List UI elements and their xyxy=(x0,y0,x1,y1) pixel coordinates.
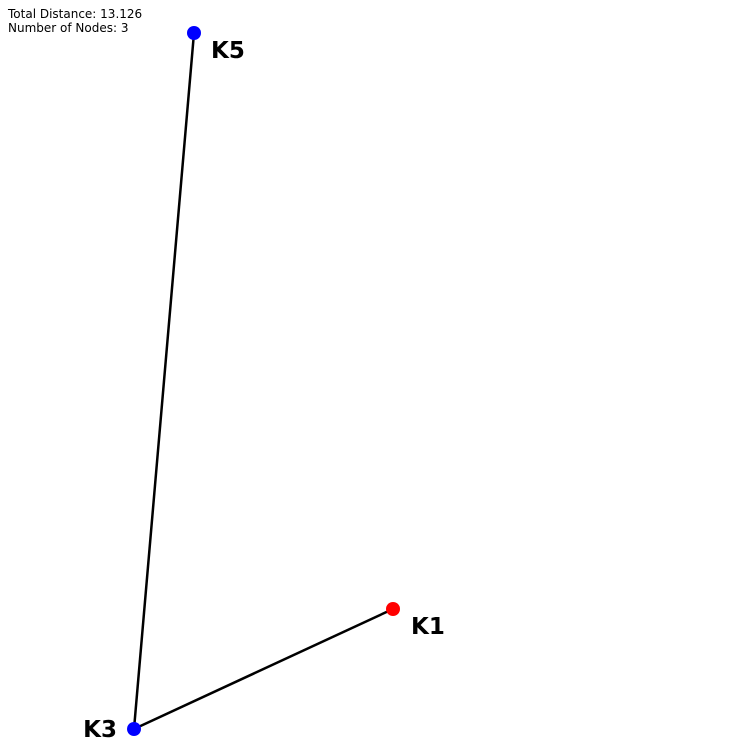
node-k5[interactable] xyxy=(187,26,201,40)
edge-k3-k5 xyxy=(132,32,196,730)
stats-panel: Total Distance: 13.126 Number of Nodes: … xyxy=(8,7,142,35)
node-k1[interactable] xyxy=(386,602,400,616)
node-label-k1: K1 xyxy=(411,614,445,640)
node-k3[interactable] xyxy=(127,722,141,736)
node-label-k3: K3 xyxy=(83,717,117,743)
edge-k1-k3 xyxy=(133,607,394,731)
node-label-k5: K5 xyxy=(211,38,245,64)
nodes-layer xyxy=(127,26,400,736)
edges-layer xyxy=(132,32,394,731)
number-of-nodes-text: Number of Nodes: 3 xyxy=(8,21,129,35)
total-distance-text: Total Distance: 13.126 xyxy=(8,7,143,21)
